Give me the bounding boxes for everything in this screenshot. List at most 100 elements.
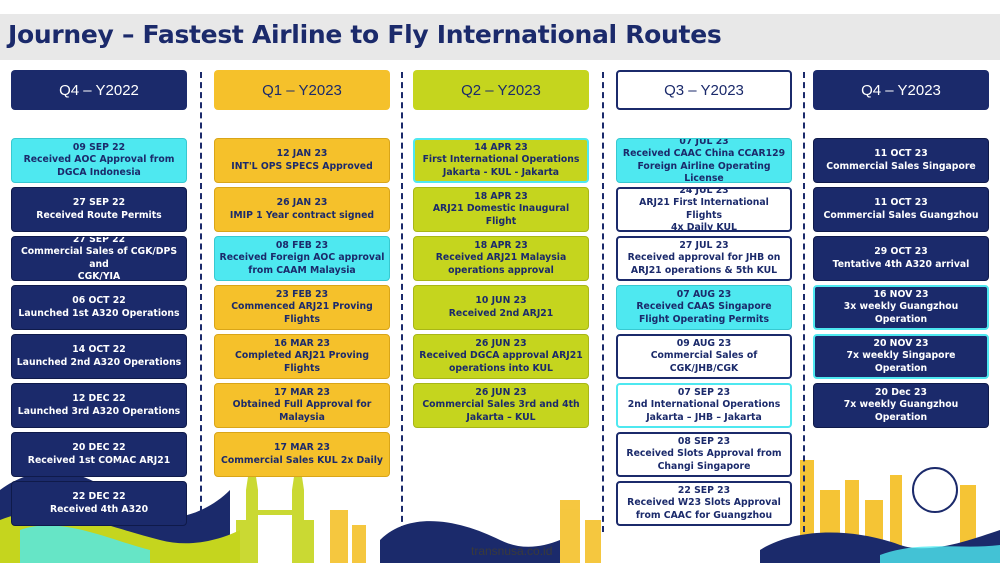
- milestone-card: 27 SEP 22 Commercial Sales of CGK/DPS an…: [11, 236, 187, 281]
- milestone-text: INT'L OPS SPECS Approved: [231, 160, 373, 172]
- footer-url: transnusa.co.id: [471, 544, 553, 558]
- milestone-card: 14 OCT 22 Launched 2nd A320 Operations: [11, 334, 187, 379]
- milestone-date: 07 AUG 23: [676, 288, 732, 300]
- column-header-q1-2023: Q1 – Y2023: [214, 70, 390, 110]
- milestone-text: ARJ21 First International Flights 4x Dai…: [639, 197, 769, 232]
- milestone-date: 07 SEP 23: [677, 386, 731, 398]
- milestone-text: Received 4th A320: [49, 503, 149, 515]
- milestone-card: 24 JUL 23 ARJ21 First International Flig…: [616, 187, 792, 232]
- milestone-text: IMIP 1 Year contract signed: [229, 209, 375, 221]
- milestone-date: 06 OCT 22: [72, 295, 126, 306]
- milestone-text: Commenced ARJ21 Proving Flights: [231, 301, 373, 325]
- milestone-date: 29 OCT 23: [874, 246, 928, 257]
- milestone-text: Completed ARJ21 Proving Flights: [235, 350, 369, 374]
- milestone-text: Launched 2nd A320 Operations: [16, 356, 182, 368]
- milestone-text: Received 1st COMAC ARJ21: [27, 454, 171, 466]
- milestone-card: 06 OCT 22 Launched 1st A320 Operations: [11, 285, 187, 330]
- city-skyline-graphic: [0, 450, 1000, 563]
- milestone-date: 27 SEP 22: [72, 236, 126, 245]
- milestone-date: 22 DEC 22: [72, 491, 126, 502]
- milestone-card: 10 JUN 23 Received 2nd ARJ21: [413, 285, 589, 330]
- milestone-card: 23 FEB 23 Commenced ARJ21 Proving Flight…: [214, 285, 390, 330]
- milestone-card: 16 MAR 23 Completed ARJ21 Proving Flight…: [214, 334, 390, 379]
- milestone-text: Received 2nd ARJ21: [448, 307, 554, 319]
- milestone-text: Launched 3rd A320 Operations: [17, 405, 181, 417]
- milestone-text: Tentative 4th A320 arrival: [832, 258, 970, 270]
- milestone-card: 11 OCT 23 Commercial Sales Singapore: [813, 138, 989, 183]
- milestone-date: 09 SEP 22: [72, 141, 126, 153]
- milestone-date: 17 MAR 23: [274, 442, 330, 453]
- milestone-card: 09 AUG 23 Commercial Sales of CGK/JHB/CG…: [616, 334, 792, 379]
- milestone-card: 27 JUL 23 Received approval for JHB on A…: [616, 236, 792, 281]
- milestone-card: 07 AUG 23 Received CAAS Singapore Flight…: [616, 285, 792, 330]
- milestone-card: 16 NOV 23 3x weekly Guangzhou Operation: [813, 285, 989, 330]
- milestone-text: Commercial Sales Guangzhou: [823, 209, 979, 221]
- milestone-text: Received approval for JHB on ARJ21 opera…: [627, 252, 781, 276]
- milestone-text: ARJ21 Domestic Inaugural Flight: [432, 203, 570, 227]
- milestone-text: Received DGCA approval ARJ21 operations …: [419, 350, 583, 374]
- milestone-card: 07 JUL 23 Received CAAC China CCAR129 Fo…: [616, 138, 792, 183]
- milestone-card: 22 DEC 22 Received 4th A320: [11, 481, 187, 526]
- milestone-text: Commercial Sales 3rd and 4th Jakarta – K…: [422, 399, 580, 423]
- milestone-card: 12 JAN 23 INT'L OPS SPECS Approved: [214, 138, 390, 183]
- milestone-text: Received Foreign AOC approval from CAAM …: [219, 252, 385, 276]
- column-divider: [401, 72, 403, 532]
- milestone-date: 07 JUL 23: [679, 138, 729, 147]
- milestone-card: 26 JAN 23 IMIP 1 Year contract signed: [214, 187, 390, 232]
- milestone-text: Launched 1st A320 Operations: [18, 307, 180, 319]
- milestone-card: 26 JUN 23 Commercial Sales 3rd and 4th J…: [413, 383, 589, 428]
- milestone-text: 7x weekly Guangzhou Operation: [843, 399, 959, 423]
- milestone-date: 24 JUL 23: [679, 187, 729, 196]
- milestone-date: 26 JUN 23: [475, 337, 527, 349]
- milestone-date: 12 JAN 23: [276, 148, 328, 159]
- milestone-date: 17 MAR 23: [274, 386, 330, 398]
- milestone-text: Received CAAC China CCAR129 Foreign Airl…: [622, 148, 786, 183]
- milestone-card: 29 OCT 23 Tentative 4th A320 arrival: [813, 236, 989, 281]
- page-title: Journey – Fastest Airline to Fly Interna…: [8, 20, 722, 49]
- milestone-card: 27 SEP 22 Received Route Permits: [11, 187, 187, 232]
- milestone-text: Commercial Sales KUL 2x Daily: [221, 454, 383, 466]
- column-divider: [200, 72, 202, 532]
- milestone-text: 2nd International Operations Jakarta – J…: [627, 399, 781, 423]
- milestone-card: 08 FEB 23 Received Foreign AOC approval …: [214, 236, 390, 281]
- milestone-text: Received Route Permits: [36, 209, 162, 221]
- column-header-q4-2023: Q4 – Y2023: [813, 70, 989, 110]
- milestone-date: 23 FEB 23: [275, 288, 329, 300]
- milestone-date: 11 OCT 23: [874, 197, 928, 208]
- milestone-date: 20 DEC 22: [72, 442, 126, 453]
- milestone-text: Commercial Sales of CGK/DPS and CGK/YIA: [20, 246, 178, 281]
- milestone-card: 14 APR 23 First International Operations…: [413, 138, 589, 183]
- milestone-card: 20 Dec 23 7x weekly Guangzhou Operation: [813, 383, 989, 428]
- milestone-date: 22 SEP 23: [677, 484, 731, 496]
- milestone-text: 7x weekly Singapore Operation: [846, 350, 956, 374]
- milestone-card: 07 SEP 23 2nd International Operations J…: [616, 383, 792, 428]
- milestone-text: Received ARJ21 Malaysia operations appro…: [435, 252, 567, 276]
- milestone-text: Received W23 Slots Approval from CAAC fo…: [627, 497, 781, 521]
- milestone-text: Obtained Full Approval for Malaysia: [232, 399, 372, 423]
- milestone-date: 10 JUN 23: [475, 295, 527, 306]
- milestone-card: 17 MAR 23 Obtained Full Approval for Mal…: [214, 383, 390, 428]
- milestone-card: 18 APR 23 ARJ21 Domestic Inaugural Fligh…: [413, 187, 589, 232]
- milestone-card: 22 SEP 23 Received W23 Slots Approval fr…: [616, 481, 792, 526]
- milestone-card: 08 SEP 23 Received Slots Approval from C…: [616, 432, 792, 477]
- milestone-card: 11 OCT 23 Commercial Sales Guangzhou: [813, 187, 989, 232]
- milestone-date: 08 SEP 23: [677, 435, 731, 447]
- milestone-card: 12 DEC 22 Launched 3rd A320 Operations: [11, 383, 187, 428]
- milestone-date: 08 FEB 23: [275, 239, 329, 251]
- title-bar: Journey – Fastest Airline to Fly Interna…: [0, 14, 1000, 60]
- milestone-date: 11 OCT 23: [874, 148, 928, 159]
- milestone-date: 26 JAN 23: [276, 197, 328, 208]
- milestone-card: 18 APR 23 Received ARJ21 Malaysia operat…: [413, 236, 589, 281]
- milestone-text: Received Slots Approval from Changi Sing…: [626, 448, 782, 472]
- milestone-text: Received AOC Approval from DGCA Indonesi…: [23, 154, 175, 178]
- milestone-date: 16 NOV 23: [873, 288, 929, 300]
- milestone-date: 27 JUL 23: [679, 239, 729, 251]
- milestone-text: Commercial Sales of CGK/JHB/CGK: [650, 350, 758, 374]
- milestone-text: Received CAAS Singapore Flight Operating…: [636, 301, 772, 325]
- column-header-q3-2023: Q3 – Y2023: [616, 70, 792, 110]
- milestone-card: 20 DEC 22 Received 1st COMAC ARJ21: [11, 432, 187, 477]
- milestone-date: 26 JUN 23: [475, 386, 527, 398]
- milestone-card: 09 SEP 22 Received AOC Approval from DGC…: [11, 138, 187, 183]
- milestone-date: 09 AUG 23: [676, 337, 732, 349]
- milestone-text: Commercial Sales Singapore: [826, 160, 976, 172]
